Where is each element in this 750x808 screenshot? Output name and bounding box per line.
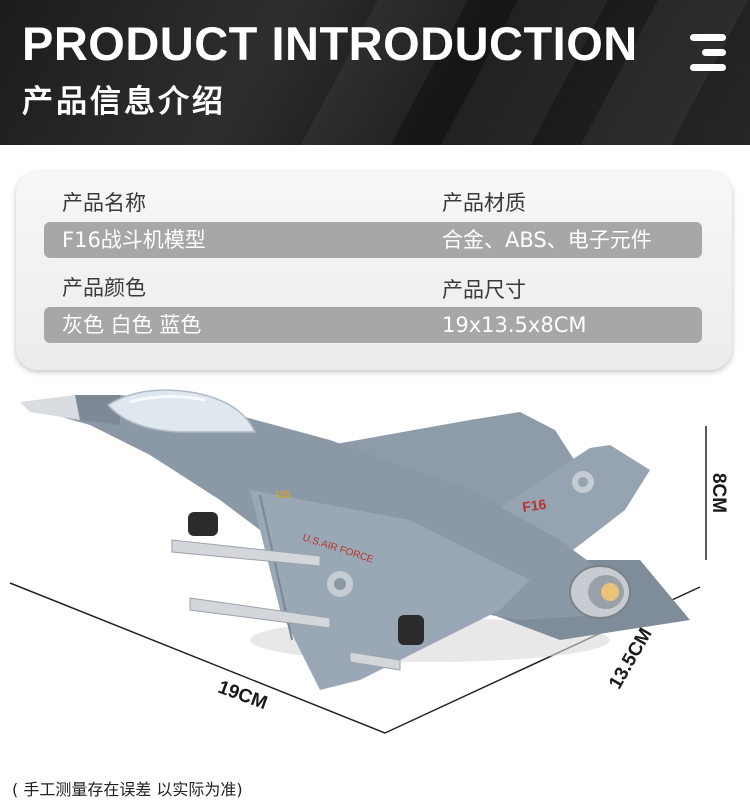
name-material-bar: F16战斗机模型 合金、ABS、电子元件 [44,222,702,258]
title-english: PRODUCT INTRODUCTION [22,17,638,70]
height-dimension: 8CM [708,472,730,514]
title-chinese: 产品信息介绍 [22,84,226,120]
menu-icon[interactable] [676,34,726,72]
name-label: 产品名称 [62,191,146,215]
us-marking: US [276,490,290,501]
color-size-bar: 灰色 白色 蓝色 19x13.5x8CM [44,307,702,343]
landing-gear [188,512,424,645]
measurement-note: ( 手工测量存在误差 以实际为准) [12,780,243,799]
material-value: 合金、ABS、电子元件 [442,228,652,252]
missiles [171,539,401,671]
color-value: 灰色 白色 蓝色 [62,313,202,337]
roundel-tail [572,471,594,493]
size-value: 19x13.5x8CM [442,313,587,337]
roundel-wing [327,571,353,597]
size-label: 产品尺寸 [442,278,526,302]
tail-marking: F16 [521,496,547,515]
material-label: 产品材质 [442,191,526,215]
name-value: F16战斗机模型 [62,228,206,252]
color-label: 产品颜色 [62,276,146,300]
info-card: 产品名称 产品材质 F16战斗机模型 合金、ABS、电子元件 产品颜色 产品尺寸… [16,172,732,370]
header-banner: PRODUCT INTRODUCTION 产品信息介绍 [0,0,750,145]
